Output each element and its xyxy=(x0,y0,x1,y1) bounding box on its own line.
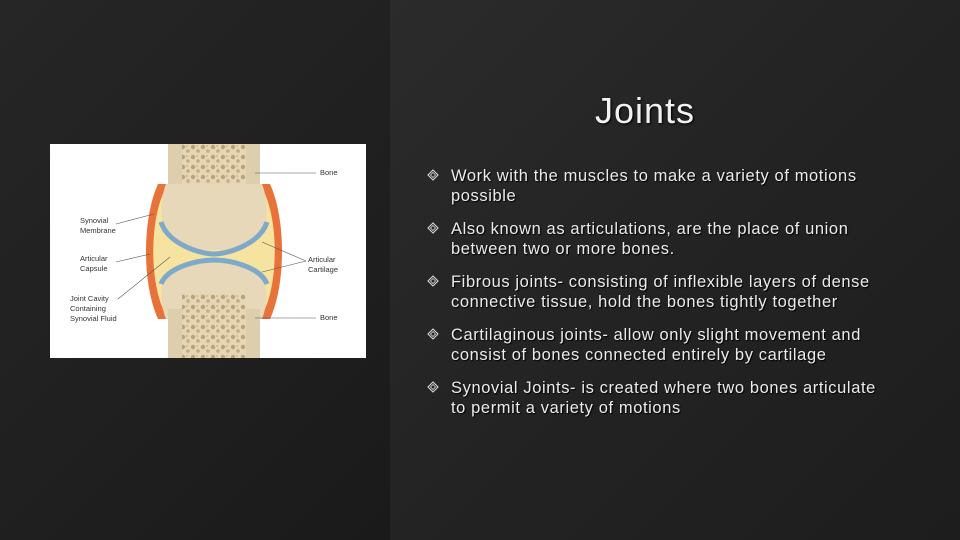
joint-diagram-svg: Bone Synovial Membrane Articular Capsule… xyxy=(70,144,338,358)
label-cavity-2: Containing xyxy=(70,304,106,313)
bullet-item: Synovial Joints- is created where two bo… xyxy=(425,378,880,418)
diamond-bullet-icon xyxy=(427,381,439,393)
diamond-bullet-icon xyxy=(427,169,439,181)
bullet-list: Work with the muscles to make a variety … xyxy=(425,166,880,431)
label-capsule-1: Articular xyxy=(80,254,108,263)
label-synovial-1: Synovial xyxy=(80,216,109,225)
upper-bone-head xyxy=(161,184,267,250)
leader-lines xyxy=(115,172,316,319)
lower-bone-spongy xyxy=(182,294,246,358)
label-cartilage-2: Cartilage xyxy=(308,265,338,274)
bullet-item: Cartilaginous joints- allow only slight … xyxy=(425,325,880,365)
bullet-text: Cartilaginous joints- allow only slight … xyxy=(451,326,861,364)
label-cartilage-1: Articular xyxy=(308,255,336,264)
bullet-text: Fibrous joints- consisting of inflexible… xyxy=(451,273,870,311)
bullet-item: Fibrous joints- consisting of inflexible… xyxy=(425,272,880,312)
label-capsule-2: Capsule xyxy=(80,264,108,273)
label-synovial-2: Membrane xyxy=(80,226,116,235)
label-cavity-3: Synovial Fluid xyxy=(70,314,117,323)
right-panel-background xyxy=(390,0,960,540)
label-bone-top: Bone xyxy=(320,168,338,177)
diamond-bullet-icon xyxy=(427,275,439,287)
lower-articular-cartilage xyxy=(158,257,270,286)
joint-diagram: Bone Synovial Membrane Articular Capsule… xyxy=(50,144,366,358)
bullet-item: Work with the muscles to make a variety … xyxy=(425,166,880,206)
bullet-text: Synovial Joints- is created where two bo… xyxy=(451,379,876,417)
diamond-bullet-icon xyxy=(427,328,439,340)
slide-title: Joints xyxy=(594,90,696,131)
label-bone-bottom: Bone xyxy=(320,313,338,322)
bullet-item: Also known as articulations, are the pla… xyxy=(425,219,880,259)
label-cavity-1: Joint Cavity xyxy=(70,294,109,303)
bullet-text: Work with the muscles to make a variety … xyxy=(451,167,857,205)
upper-articular-cartilage xyxy=(158,221,270,257)
diamond-bullet-icon xyxy=(427,222,439,234)
bullet-text: Also known as articulations, are the pla… xyxy=(451,220,849,258)
